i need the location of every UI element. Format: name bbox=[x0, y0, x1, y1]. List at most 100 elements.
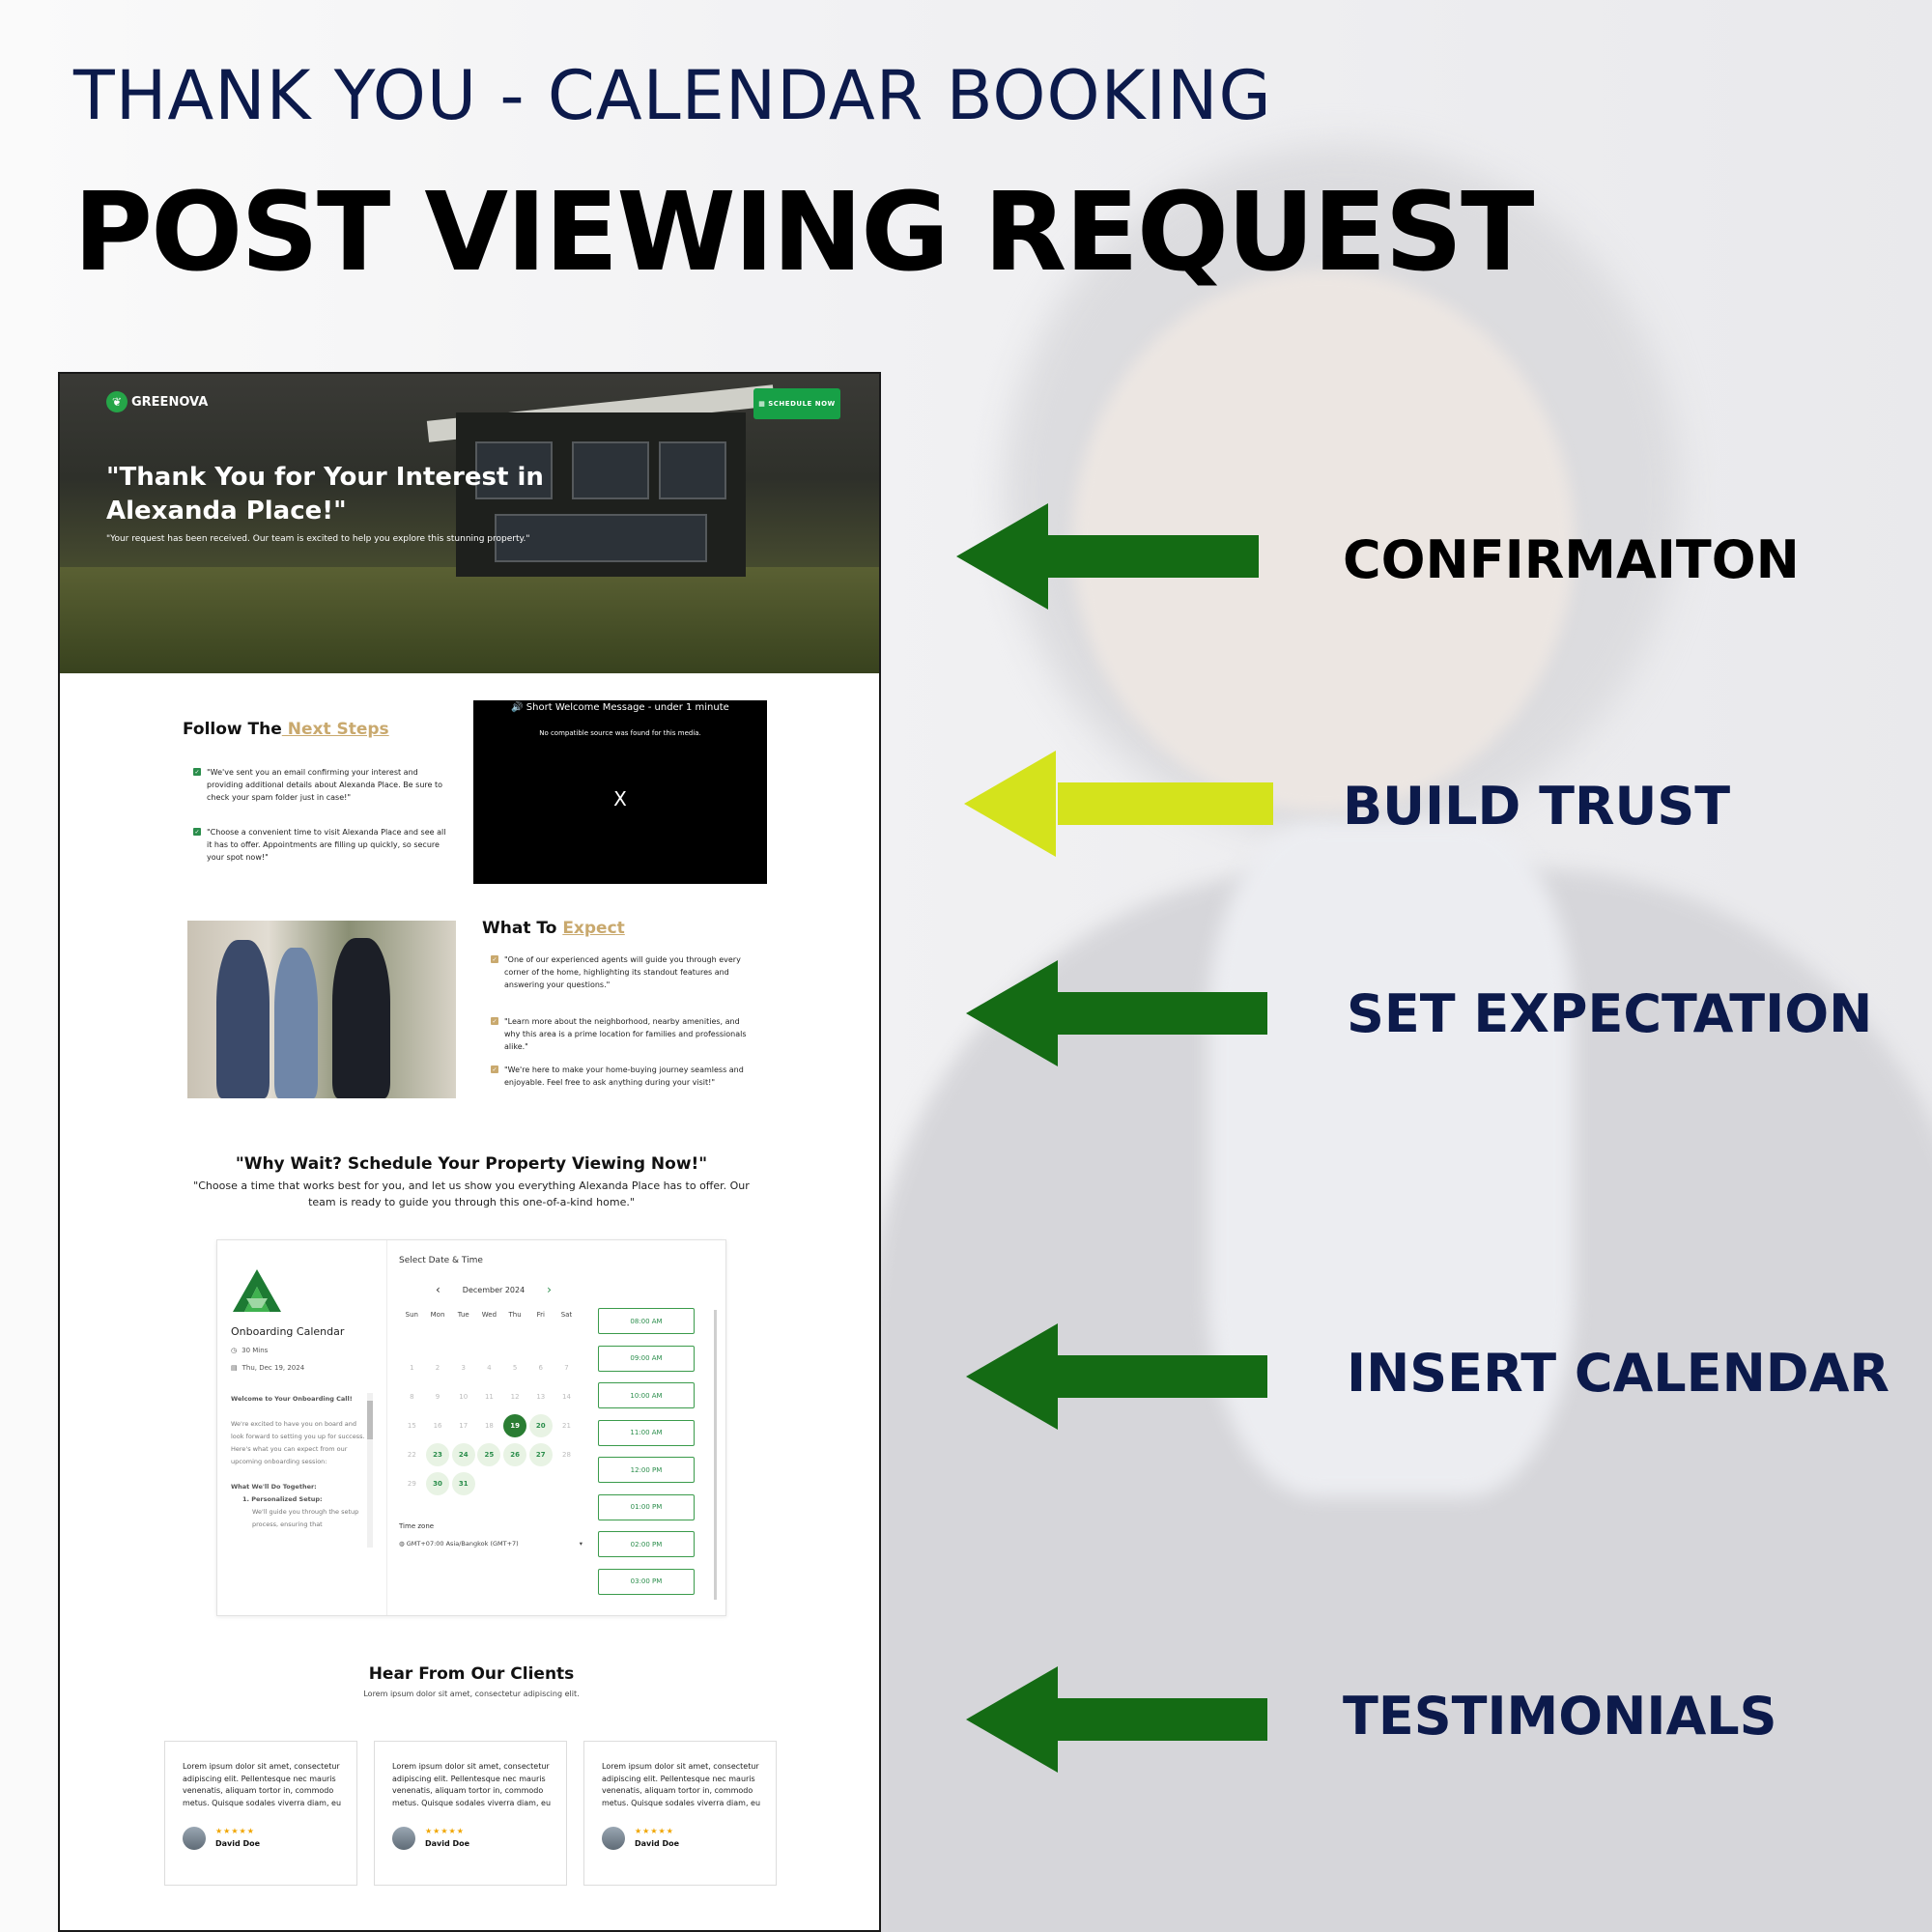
available-day[interactable]: 20 bbox=[528, 1414, 553, 1437]
time-slot-button[interactable]: 08:00 AM bbox=[598, 1308, 695, 1334]
time-slot-button[interactable]: 12:00 PM bbox=[598, 1457, 695, 1483]
timezone-select[interactable]: ◍ GMT+07:00 Asia/Bangkok (GMT+7) ▾ bbox=[399, 1540, 582, 1548]
time-slot-button[interactable]: 01:00 PM bbox=[598, 1493, 695, 1520]
unavailable-day: 28 bbox=[562, 1451, 571, 1459]
calendar-info-panel: Onboarding Calendar ◷ 30 Mins ▤Thu, Dec 1… bbox=[217, 1240, 387, 1615]
empty-day-cell bbox=[502, 1327, 528, 1350]
unavailable-day: 2 bbox=[435, 1364, 440, 1372]
unavailable-day: 5 bbox=[512, 1364, 518, 1372]
hero-subtitle: "Your request has been received. Our tea… bbox=[106, 534, 530, 544]
clock-icon: ◷ bbox=[231, 1347, 238, 1354]
check-icon: ✓ bbox=[193, 828, 201, 836]
available-day[interactable]: 30 bbox=[426, 1472, 450, 1495]
unavailable-day: 13 bbox=[536, 1393, 546, 1401]
available-day[interactable]: 31 bbox=[451, 1472, 475, 1495]
weekday-label: Sun bbox=[405, 1311, 418, 1319]
time-slot-button[interactable]: 10:00 AM bbox=[598, 1382, 695, 1408]
testimonial-card: Lorem ipsum dolor sit amet, consectetur … bbox=[583, 1741, 777, 1886]
empty-day-cell bbox=[527, 1327, 554, 1350]
arrow-shaft bbox=[1058, 1698, 1267, 1741]
time-slot-button[interactable]: 09:00 AM bbox=[598, 1345, 695, 1372]
empty-day-cell bbox=[425, 1327, 451, 1350]
available-day[interactable]: 23 bbox=[426, 1443, 450, 1466]
booking-calendar-widget: Onboarding Calendar ◷ 30 Mins ▤Thu, Dec 1… bbox=[216, 1239, 726, 1616]
annotation-label-confirmation: CONFIRMAITON bbox=[1343, 529, 1800, 590]
time-slot-list: 08:00 AM 09:00 AM 10:00 AM 11:00 AM 12:00 PM… bbox=[598, 1308, 695, 1605]
arrow-shaft bbox=[1048, 535, 1259, 578]
unavailable-day: 9 bbox=[435, 1393, 440, 1401]
calendar-date: ▤Thu, Dec 19, 2024 bbox=[231, 1364, 304, 1372]
house-window bbox=[659, 441, 726, 499]
time-slot-button[interactable]: 02:00 PM bbox=[598, 1531, 695, 1557]
house-window bbox=[495, 514, 707, 562]
video-error-message: No compatible source was found for this … bbox=[539, 729, 701, 737]
house-window bbox=[572, 441, 649, 499]
empty-day-cell bbox=[476, 1327, 502, 1350]
house-window bbox=[475, 441, 553, 499]
annotation-label-set-expectation: SET EXPECTATION bbox=[1347, 983, 1873, 1044]
available-day[interactable]: 25 bbox=[477, 1443, 501, 1466]
calendar-name: Onboarding Calendar bbox=[231, 1325, 345, 1338]
star-rating: ★★★★★ bbox=[215, 1827, 255, 1835]
slots-scrollbar[interactable] bbox=[714, 1310, 717, 1600]
check-icon: ✓ bbox=[491, 955, 498, 963]
arrow-head bbox=[966, 1323, 1058, 1430]
star-rating: ★★★★★ bbox=[425, 1827, 465, 1835]
desc-item: 1. Personalized Setup: bbox=[242, 1495, 323, 1503]
unavailable-day: 7 bbox=[564, 1364, 569, 1372]
hero-title: "Thank You for Your Interest in Alexanda… bbox=[106, 463, 544, 526]
arrow-head bbox=[956, 503, 1048, 610]
testimonial-text: Lorem ipsum dolor sit amet, consectetur … bbox=[602, 1762, 761, 1807]
page-title: POST VIEWING REQUEST bbox=[73, 170, 1535, 296]
weekday-label: Wed bbox=[481, 1311, 497, 1319]
time-slot-button[interactable]: 03:00 PM bbox=[598, 1568, 695, 1595]
globe-icon: ◍ bbox=[399, 1540, 405, 1548]
month-label: December 2024 bbox=[462, 1285, 526, 1294]
arrow-left-icon bbox=[956, 503, 1259, 610]
weekday-label: Tue bbox=[457, 1311, 469, 1319]
testimonial-card: Lorem ipsum dolor sit amet, consectetur … bbox=[374, 1741, 567, 1886]
annotation-label-build-trust: BUILD TRUST bbox=[1343, 776, 1731, 837]
star-rating: ★★★★★ bbox=[635, 1827, 674, 1835]
calendar-description: Welcome to Your Onboarding Call! We're e… bbox=[231, 1393, 366, 1531]
next-step-text: "We've sent you an email confirming your… bbox=[207, 768, 442, 802]
weekday-label: Sat bbox=[560, 1311, 573, 1319]
arrow-shaft bbox=[1058, 1355, 1267, 1398]
unavailable-day: 12 bbox=[510, 1393, 520, 1401]
welcome-video-player[interactable]: 🔊 Short Welcome Message - under 1 minute… bbox=[473, 700, 767, 884]
empty-day-cell bbox=[399, 1327, 425, 1350]
time-slot-button[interactable]: 11:00 AM bbox=[598, 1419, 695, 1446]
video-close-button[interactable]: X bbox=[613, 787, 627, 810]
select-date-label: Select Date & Time bbox=[399, 1256, 483, 1265]
duration-text: 30 Mins bbox=[242, 1347, 269, 1354]
testimonials-subtitle: Lorem ipsum dolor sit amet, consectetur … bbox=[363, 1690, 580, 1698]
person-figure bbox=[332, 938, 390, 1098]
chevron-right-icon[interactable]: › bbox=[547, 1283, 552, 1296]
desc-list-title: What We'll Do Together: bbox=[231, 1483, 317, 1491]
arrow-left-icon bbox=[966, 960, 1267, 1066]
testimonial-text: Lorem ipsum dolor sit amet, consectetur … bbox=[183, 1762, 342, 1807]
chevron-left-icon[interactable]: ‹ bbox=[436, 1283, 440, 1296]
avatar bbox=[183, 1827, 206, 1850]
available-day[interactable]: 24 bbox=[451, 1443, 475, 1466]
unavailable-day: 22 bbox=[407, 1451, 416, 1459]
brand-logo[interactable]: ❦ GREENOVA bbox=[106, 391, 208, 412]
expect-title-accent: Expect bbox=[562, 919, 625, 938]
selected-day[interactable]: 19 bbox=[503, 1414, 527, 1437]
unavailable-day: 14 bbox=[562, 1393, 571, 1401]
description-scrollbar[interactable] bbox=[367, 1393, 373, 1548]
weekday-label: Thu bbox=[508, 1311, 522, 1319]
testimonial-author: David Doe bbox=[425, 1839, 470, 1848]
available-day[interactable]: 26 bbox=[503, 1443, 527, 1466]
check-icon: ✓ bbox=[491, 1017, 498, 1025]
unavailable-day: 29 bbox=[407, 1480, 416, 1488]
schedule-now-button[interactable]: ▦ SCHEDULE NOW bbox=[753, 388, 840, 419]
date-text: Thu, Dec 19, 2024 bbox=[242, 1364, 305, 1372]
expect-text: "Learn more about the neighborhood, near… bbox=[504, 1017, 747, 1051]
arrow-left-icon bbox=[966, 1666, 1267, 1773]
available-day[interactable]: 27 bbox=[528, 1443, 553, 1466]
next-steps-title-text: Follow The bbox=[183, 720, 282, 739]
testimonial-text: Lorem ipsum dolor sit amet, consectetur … bbox=[392, 1762, 552, 1807]
next-step-item: ✓ "We've sent you an email confirming yo… bbox=[193, 766, 446, 804]
